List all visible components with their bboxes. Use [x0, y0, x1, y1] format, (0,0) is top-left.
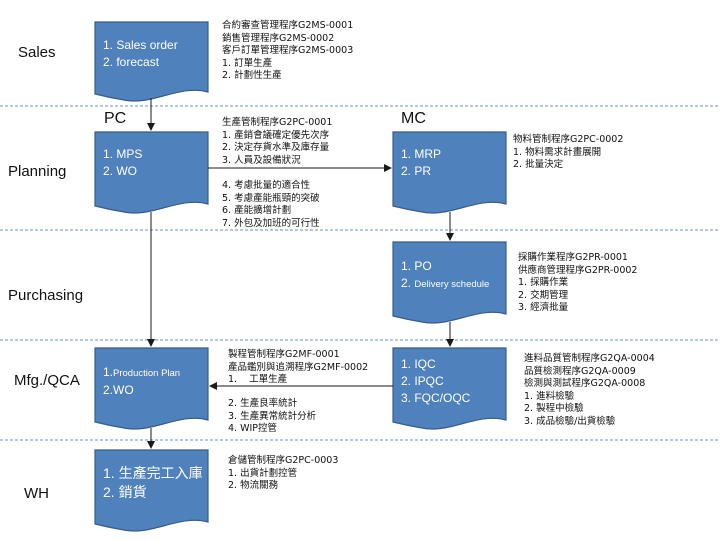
lane-dividers	[0, 105, 720, 441]
note-purchasing-line: 採購作業程序G2PR-0001	[518, 252, 628, 263]
note-mfg-line: 4. WIP控管	[228, 423, 278, 434]
note-wh: 倉儲管制程序G2PC-0003 1. 出貨計劃控管 2. 物流關務	[228, 455, 338, 493]
lane-label-sales: Sales	[18, 44, 56, 61]
note-wh-line: 倉儲管制程序G2PC-0003	[228, 455, 339, 466]
note-purchasing-line: 3. 經濟批量	[518, 302, 569, 313]
note-pc-line: 生產管制程序G2PC-0001	[222, 117, 333, 128]
box-po-text: 1. PO 2. Delivery schedule	[401, 258, 489, 293]
box-plan-line1: Production Plan	[113, 368, 181, 379]
box-plan-line1-wrap: 1.Production Plan	[103, 364, 180, 382]
connectors	[147, 98, 454, 449]
note-qca-line: 1. 進料檢驗	[524, 390, 575, 402]
note-sales-line: 銷售管理程序G2MS-0002	[222, 32, 335, 44]
note-purchasing-line: 供應商管理程序G2PR-0002	[518, 264, 638, 276]
lane-label-purchasing: Purchasing	[8, 287, 84, 304]
box-sales[interactable]	[94, 21, 209, 102]
box-mps-text: 1. MPS 2. WO	[103, 146, 142, 180]
note-pc-line: 3. 人員及設備狀況	[222, 154, 301, 166]
box-qc-line3: 3. FQC/OQC	[401, 391, 471, 405]
note-purchasing: 採購作業程序G2PR-0001 供應商管理程序G2PR-0002 1. 採購作業…	[518, 252, 637, 315]
box-mrp-line2: 2. PR	[401, 164, 432, 178]
box-po-line2-wrap: 2. Delivery schedule	[401, 275, 489, 293]
note-sales: 合約審查管理程序G2MS-0001 銷售管理程序G2MS-0002 客戶訂單管理…	[222, 20, 353, 83]
note-pc-line: 5. 考慮產能瓶頸的突破	[222, 192, 320, 204]
note-purchasing-line: 1. 採購作業	[518, 277, 569, 288]
box-mrp-line1: 1. MRP	[401, 147, 442, 161]
note-mc: 物料管制程序G2PC-0002 1. 物料需求計畫展開 2. 批量決定	[513, 134, 623, 172]
box-plan-line2: 2.WO	[103, 383, 134, 397]
box-mps[interactable]	[94, 131, 209, 214]
note-mfg-line: 1. 工單生產	[228, 374, 288, 385]
note-qca-line: 品質檢測程序G2QA-0009	[524, 365, 636, 377]
lane-label-planning: Planning	[8, 163, 67, 180]
box-qc-line1: 1. IQC	[401, 357, 436, 371]
box-mps-line2: 2. WO	[103, 164, 138, 178]
box-po-line2: Delivery schedule	[414, 279, 490, 290]
note-mfg-line: 2. 生產良率統計	[228, 398, 298, 409]
lane-label-mfg-qca: Mfg./QCA	[14, 372, 80, 389]
box-wh-line2: 2. 銷貨	[103, 484, 147, 500]
note-qca-line: 2. 製程中檢驗	[524, 403, 584, 414]
note-pc-line: 6. 產能擴增計劃	[222, 205, 292, 216]
note-mfg-bottom: 2. 生產良率統計 3. 生產異常統計分析 4. WIP控管	[228, 398, 316, 436]
note-sales-line: 1. 訂單生產	[222, 57, 273, 69]
note-purchasing-line: 2. 交期管理	[518, 289, 569, 301]
box-po-line2-prefix: 2.	[401, 276, 415, 290]
note-pc-top: 生產管制程序G2PC-0001 1. 產銷會議確定優先次序 2. 決定存貨水準及…	[222, 117, 332, 167]
note-mc-line: 1. 物料需求計畫展開	[513, 146, 602, 158]
note-pc-bottom: 4. 考慮批量的適合性 5. 考慮產能瓶頸的突破 6. 產能擴增計劃 7. 外包…	[222, 180, 320, 230]
box-mrp[interactable]	[392, 131, 507, 214]
process-boxes	[94, 21, 507, 532]
note-pc-line: 7. 外包及加班的可行性	[222, 217, 320, 229]
note-mfg-line: 3. 生產異常統計分析	[228, 410, 317, 422]
box-sales-line2: 2. forecast	[103, 55, 160, 69]
note-qca: 進料品質管制程序G2QA-0004 品質檢測程序G2QA-0009 檢測與測試程…	[524, 353, 655, 428]
box-sales-line1: 1. Sales order	[103, 38, 178, 52]
box-po[interactable]	[392, 241, 507, 324]
note-qca-line: 檢測與測試程序G2QA-0008	[524, 378, 646, 389]
note-wh-line: 2. 物流關務	[228, 480, 279, 491]
box-qc-line2: 2. IPQC	[401, 374, 444, 388]
box-qc-text: 1. IQC 2. IPQC 3. FQC/OQC	[401, 356, 470, 407]
note-mc-line: 2. 批量決定	[513, 159, 564, 170]
box-plan-line1-prefix: 1.	[103, 365, 114, 379]
box-wh-text: 1. 生產完工入庫 2. 銷貨	[103, 464, 203, 502]
note-sales-line: 合約審查管理程序G2MS-0001	[222, 20, 354, 31]
box-qc[interactable]	[392, 347, 507, 430]
note-mfg-top: 製程管制程序G2MF-0001 產品鑑別與追溯程序G2MF-0002 1. 工單…	[228, 349, 368, 387]
tag-mc: MC	[401, 110, 426, 127]
box-sales-text: 1. Sales order 2. forecast	[103, 37, 178, 71]
box-wh-line1: 1. 生產完工入庫	[103, 465, 203, 481]
note-sales-line: 2. 計劃性生產	[222, 70, 282, 81]
box-plan-text: 1.Production Plan 2.WO	[103, 364, 180, 399]
note-qca-line: 進料品質管制程序G2QA-0004	[524, 353, 655, 364]
box-po-line1: 1. PO	[401, 259, 432, 273]
note-sales-line: 客戶訂單管理程序G2MS-0003	[222, 45, 354, 56]
note-pc-line: 4. 考慮批量的適合性	[222, 180, 311, 191]
box-mps-line1: 1. MPS	[103, 147, 143, 161]
box-mrp-text: 1. MRP 2. PR	[401, 146, 441, 180]
note-mc-line: 物料管制程序G2PC-0002	[513, 134, 624, 145]
note-wh-line: 1. 出貨計劃控管	[228, 467, 298, 479]
note-qca-line: 3. 成品檢驗/出貨檢驗	[524, 415, 616, 427]
tag-pc: PC	[104, 110, 127, 127]
box-production-plan[interactable]	[94, 347, 209, 430]
note-pc-line: 2. 決定存貨水準及庫存量	[222, 142, 330, 153]
note-mfg-line: 製程管制程序G2MF-0001	[228, 349, 340, 360]
note-pc-line: 1. 產銷會議確定優先次序	[222, 129, 330, 141]
box-wh[interactable]	[94, 449, 209, 532]
note-mfg-line: 產品鑑別與追溯程序G2MF-0002	[228, 361, 369, 373]
lane-label-wh: WH	[24, 485, 49, 502]
